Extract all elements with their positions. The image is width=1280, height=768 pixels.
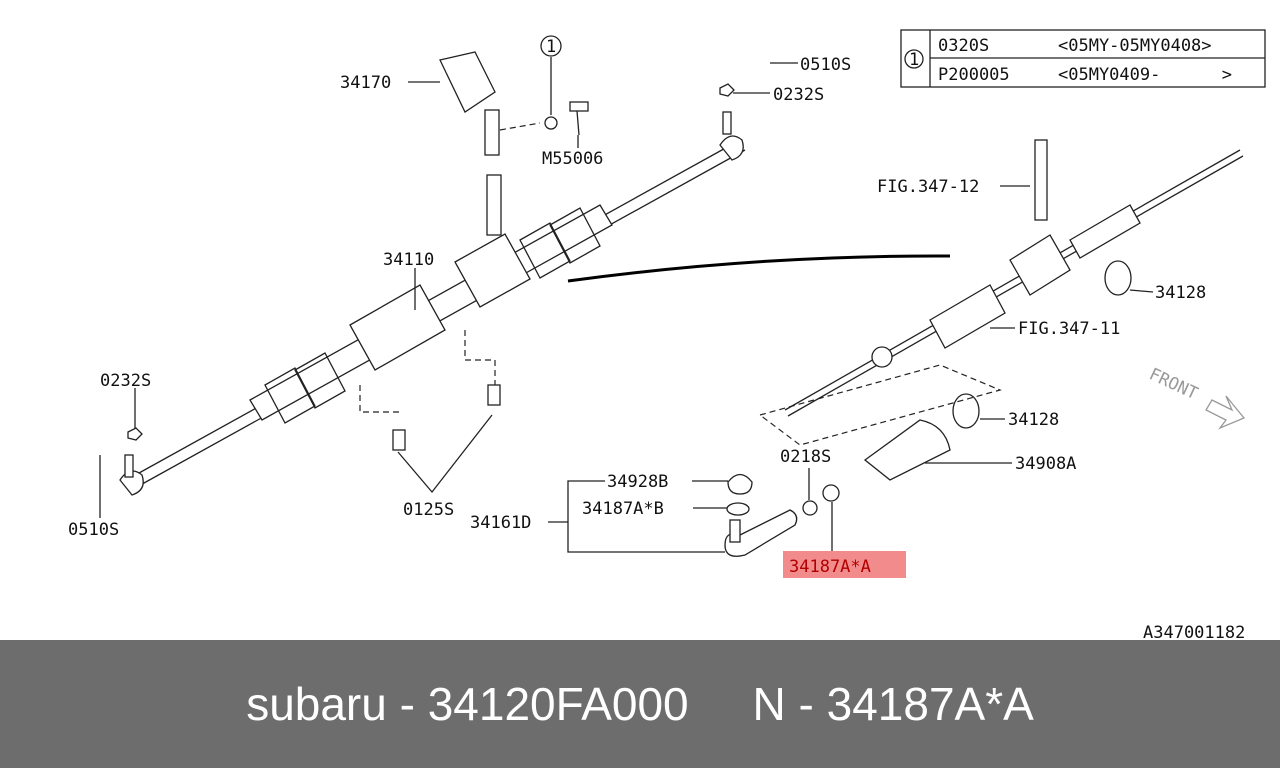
callout-34161d[interactable]: 34161D <box>470 513 531 533</box>
leader-lines <box>99 57 1154 553</box>
callout-fig-347-12[interactable]: FIG.347-12 <box>877 177 979 197</box>
callout-34170[interactable]: 34170 <box>340 73 391 93</box>
exploded-rack-assembly <box>567 139 1244 557</box>
front-indicator: FRONT <box>1146 364 1246 430</box>
legend-part-1: 0320S <box>938 36 989 56</box>
legend-range-2: <05MY0409- > <box>1058 65 1232 85</box>
callout-0510s-top[interactable]: 0510S <box>800 55 851 75</box>
callout-34908a[interactable]: 34908A <box>1015 454 1076 474</box>
note-marker: 1 <box>546 37 556 57</box>
callout-0232s-left[interactable]: 0232S <box>100 371 151 391</box>
callout-0232s-top[interactable]: 0232S <box>773 85 824 105</box>
steering-rack-assembly <box>119 51 746 496</box>
footer-caption: subaru - 34120FA000 N - 34187A*A <box>0 640 1280 768</box>
callout-m55006[interactable]: M55006 <box>542 149 603 169</box>
callout-34128-upper[interactable]: 34128 <box>1155 283 1206 303</box>
callout-34110[interactable]: 34110 <box>383 250 434 270</box>
callout-34187a-b[interactable]: 34187A*B <box>582 499 664 519</box>
legend-marker: 1 <box>909 50 919 70</box>
legend-part-2: P200005 <box>938 65 1010 85</box>
legend-table: 1 0320S <05MY-05MY0408> P200005 <05MY040… <box>900 29 1266 88</box>
callout-0510s-left[interactable]: 0510S <box>68 520 119 540</box>
callout-0218s[interactable]: 0218S <box>780 447 831 467</box>
drawing-id: A347001182 <box>1143 623 1245 640</box>
front-arrow-icon <box>1205 395 1246 430</box>
parts-diagram: 1 0320S <05MY-05MY0408> P200005 <05MY040… <box>68 29 1266 640</box>
note-marker-circle <box>540 35 562 57</box>
callout-0125s[interactable]: 0125S <box>403 500 454 520</box>
legend-range-1: <05MY-05MY0408> <box>1058 36 1212 56</box>
callout-fig-347-11[interactable]: FIG.347-11 <box>1018 319 1120 339</box>
callout-34928b[interactable]: 34928B <box>607 472 668 492</box>
highlight-box <box>783 551 906 578</box>
callout-34187a-a-highlighted[interactable]: 34187A*A <box>789 557 871 577</box>
front-label: FRONT <box>1146 364 1201 404</box>
callout-34128-lower[interactable]: 34128 <box>1008 410 1059 430</box>
